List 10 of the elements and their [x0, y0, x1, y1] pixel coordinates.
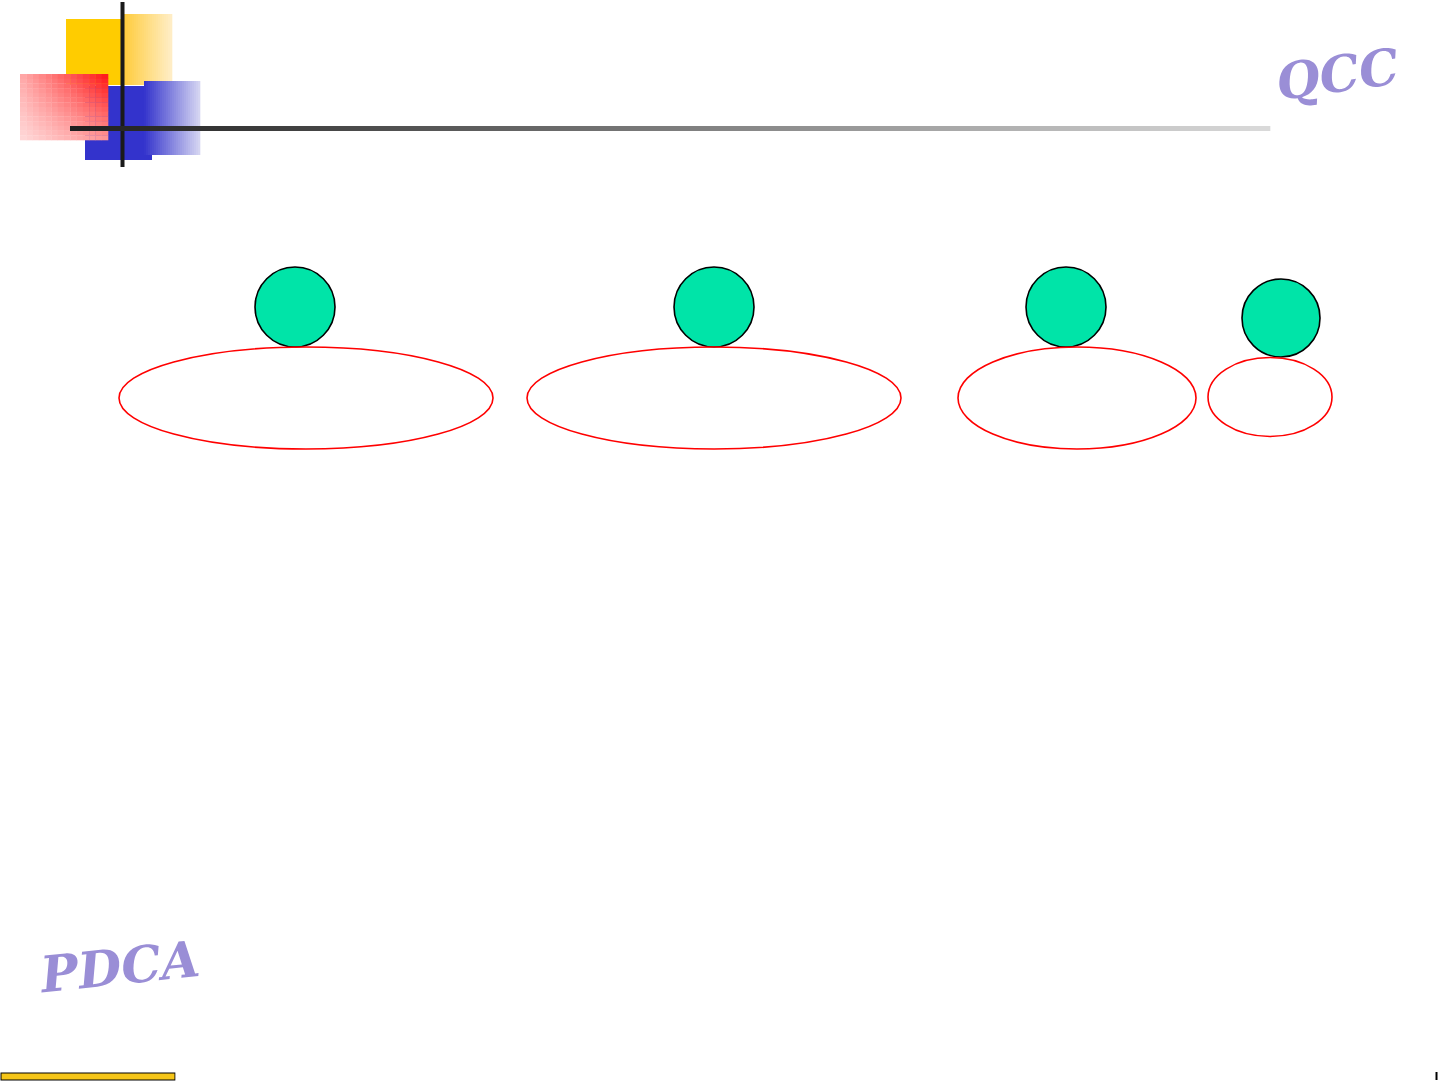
ellipse — [118, 346, 494, 450]
circle — [1025, 266, 1107, 348]
ellipse — [526, 346, 902, 450]
word-art: QCC — [1279, 47, 1396, 106]
circle — [1241, 278, 1321, 358]
word-art: PDCA — [41, 940, 199, 993]
circle — [673, 266, 755, 348]
ellipse — [1207, 356, 1333, 438]
ellipse — [957, 346, 1197, 450]
circle — [254, 266, 336, 348]
